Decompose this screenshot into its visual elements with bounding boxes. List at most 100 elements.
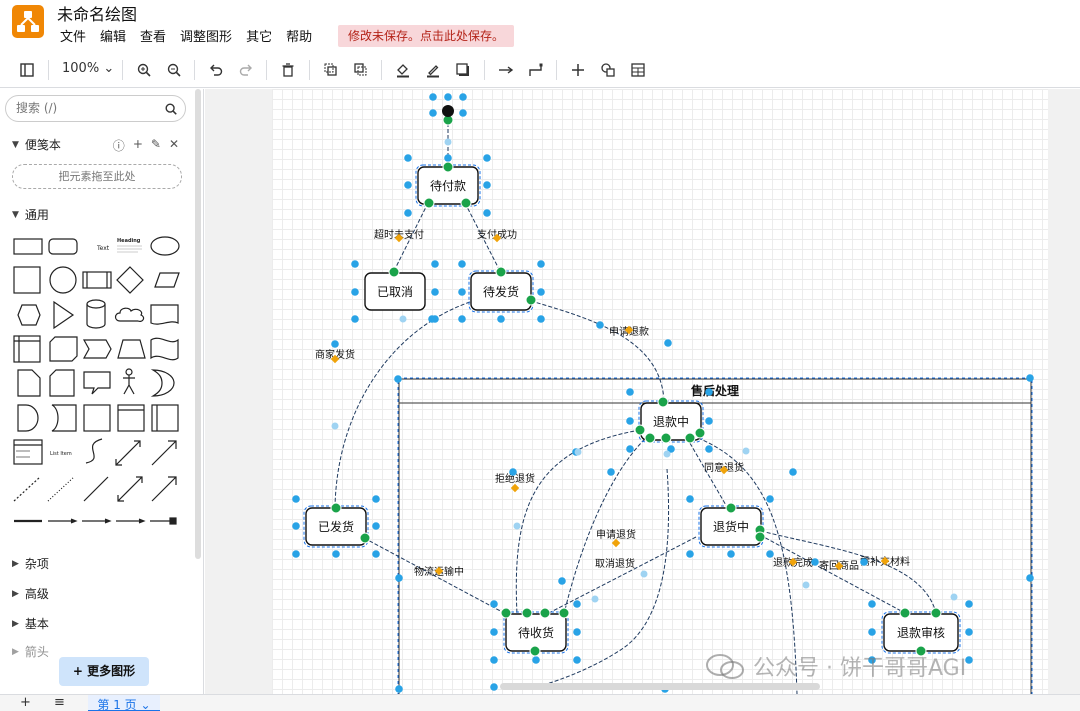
node-refund-review: 退款审核 xyxy=(897,625,945,640)
triangle-shape-icon xyxy=(53,300,75,330)
swimlane-shape-icon xyxy=(117,404,145,432)
canvas-horizontal-scrollbar[interactable] xyxy=(500,683,820,690)
ellipse-shape-icon xyxy=(150,236,180,256)
line-color-icon[interactable] xyxy=(422,60,444,80)
edge-pending-receive-to-refund xyxy=(526,468,670,690)
square-shape-icon xyxy=(13,266,41,294)
advanced-section-header[interactable]: ▶ 高级 xyxy=(12,585,49,602)
caret-right-icon: ▶ xyxy=(12,588,19,599)
zoom-out-icon[interactable] xyxy=(163,60,185,80)
misc-section-header[interactable]: ▶ 杂项 xyxy=(12,555,49,572)
diagram-canvas[interactable]: 售后处理 xyxy=(205,89,1080,694)
menu-edit[interactable]: 编辑 xyxy=(100,30,127,45)
trapezoid-shape-icon xyxy=(117,339,146,359)
unsaved-changes-notice[interactable]: 修改未保存。点击此处保存。 xyxy=(338,25,515,47)
table-icon[interactable] xyxy=(627,60,649,80)
to-front-icon[interactable] xyxy=(320,60,342,80)
edge-reject-return xyxy=(515,429,641,615)
menu-extras[interactable]: 其它 xyxy=(246,30,273,45)
selection-handles[interactable] xyxy=(292,93,1034,693)
shadow-icon[interactable] xyxy=(452,60,474,80)
pages-menu-icon[interactable]: ≡ xyxy=(54,695,65,710)
page-bar: + ≡ 第 1 页 ⌄ xyxy=(0,694,1080,711)
waypoints-icon[interactable] xyxy=(525,60,547,80)
add-page-icon[interactable]: + xyxy=(20,695,31,710)
redo-icon[interactable] xyxy=(235,60,257,80)
connection-arrow-icon[interactable] xyxy=(495,60,517,80)
general-section-header[interactable]: ▼ 通用 xyxy=(12,206,49,223)
edge-in-transit xyxy=(363,537,507,615)
arrow-shape-icon xyxy=(151,440,177,466)
search-icon[interactable] xyxy=(164,101,178,120)
drawio-logo-icon[interactable] xyxy=(12,5,44,38)
delete-icon[interactable] xyxy=(277,60,299,80)
zoom-level: 100% xyxy=(62,61,100,76)
text-shape-label: Text xyxy=(96,245,110,252)
to-back-icon[interactable] xyxy=(350,60,372,80)
page-tab-label: 第 1 页 xyxy=(97,698,137,711)
after-sale-container[interactable]: 售后处理 xyxy=(397,377,1033,694)
label-merchant-ship: 商家发货 xyxy=(315,348,355,361)
help-icon[interactable]: ⓘ xyxy=(112,139,125,153)
menu-arrange[interactable]: 调整图形 xyxy=(180,30,233,45)
data-storage-shape-icon xyxy=(51,404,77,432)
node-returning: 退货中 xyxy=(713,519,749,534)
search-input[interactable] xyxy=(16,101,156,115)
edge-apply-refund xyxy=(530,300,665,403)
bidirectional-connector-icon xyxy=(117,476,143,502)
tape-shape-icon xyxy=(150,337,179,361)
watermark: 公众号 · 饼干哥哥AGI xyxy=(705,650,966,682)
chevron-down-icon: ⌄ xyxy=(103,61,115,76)
menu-help[interactable]: 帮助 xyxy=(286,30,313,45)
menu-bar: 文件 编辑 查看 调整图形 其它 帮助 xyxy=(60,26,312,45)
label-reject-return: 拒绝退货 xyxy=(495,472,535,485)
more-shapes-button[interactable]: + 更多图形 xyxy=(59,657,149,686)
tab-page-1[interactable]: 第 1 页 ⌄ xyxy=(88,695,160,711)
curve-shape-icon xyxy=(85,438,103,464)
vertical-container-shape-icon xyxy=(151,404,179,432)
arrows-section-title: 箭头 xyxy=(24,645,49,659)
insert-plus-icon[interactable] xyxy=(567,60,589,80)
frame-shape-icon xyxy=(83,404,111,432)
undo-icon[interactable] xyxy=(205,60,227,80)
edge-send-back xyxy=(759,534,906,614)
shapes-sidebar: ▼ 便笺本 ⓘ + ✎ ✕ 把元素拖至此处 ▼ 通用 xyxy=(0,89,204,694)
scratchpad-header[interactable]: ▼ 便笺本 xyxy=(12,136,61,153)
node-refunding: 退款中 xyxy=(653,414,689,429)
fill-color-icon[interactable] xyxy=(392,60,414,80)
scratchpad-drop-zone[interactable]: 把元素拖至此处 xyxy=(12,164,182,189)
menu-view[interactable]: 查看 xyxy=(140,30,167,45)
dotted-line-icon xyxy=(47,476,75,502)
arrows-section-header[interactable]: ▶ 箭头 xyxy=(12,643,49,660)
directional-connector-icon xyxy=(151,476,177,502)
nodes[interactable]: 待付款 已取消 待发货 已发货 退款中 退货中 xyxy=(303,164,961,654)
menu-file[interactable]: 文件 xyxy=(60,30,87,45)
zoom-in-icon[interactable] xyxy=(133,60,155,80)
title-bar: 未命名绘图 文件 编辑 查看 调整图形 其它 帮助 修改未保存。点击此处保存。 xyxy=(0,0,1080,52)
watermark-text: 公众号 · 饼干哥哥AGI xyxy=(753,656,967,681)
rounded-rectangle-shape-icon xyxy=(48,238,78,255)
sidebar-scrollbar[interactable] xyxy=(195,89,201,559)
node-shipped: 已发货 xyxy=(318,519,354,534)
add-icon[interactable]: + xyxy=(132,137,143,151)
list-shape-icon xyxy=(13,439,43,465)
scratchpad-actions: ⓘ + ✎ ✕ xyxy=(113,137,179,154)
document-title[interactable]: 未命名绘图 xyxy=(57,5,138,24)
diagram-page[interactable]: 售后处理 xyxy=(272,89,1048,694)
faint-handles xyxy=(331,138,958,603)
format-panel-toggle-icon[interactable] xyxy=(16,60,38,80)
zoom-dropdown[interactable]: 100% ⌄ xyxy=(62,61,114,76)
edit-pencil-icon[interactable]: ✎ xyxy=(150,137,161,151)
basic-section-header[interactable]: ▶ 基本 xyxy=(12,615,49,632)
shapes-icon[interactable] xyxy=(597,60,619,80)
label-apply-return: 申请退货 xyxy=(596,528,636,541)
heading-shape-label: Heading xyxy=(117,238,141,244)
node-pending-ship: 待发货 xyxy=(483,284,519,299)
general-section-title: 通用 xyxy=(24,208,49,222)
edges[interactable] xyxy=(334,123,937,694)
connection-points[interactable] xyxy=(330,105,942,657)
edge-merchant-ship xyxy=(334,301,471,508)
close-icon[interactable]: ✕ xyxy=(168,137,179,151)
caret-right-icon: ▶ xyxy=(12,558,19,569)
